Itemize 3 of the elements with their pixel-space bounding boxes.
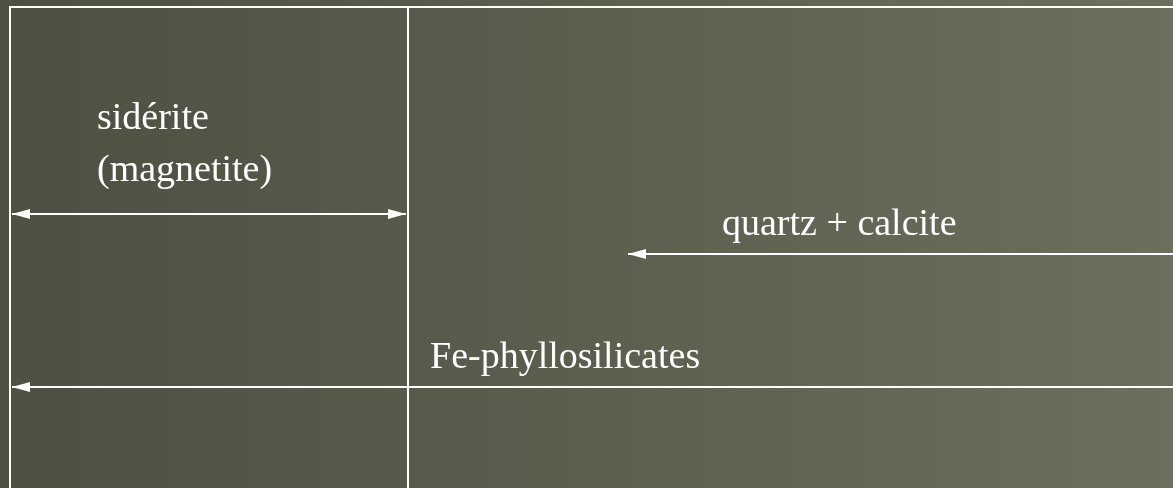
mineral-label: quartz + calcite [722,200,958,245]
mineral-label: sidérite (magnetite) [97,94,274,191]
mineral-label: Fe-phyllosilicates [430,333,702,378]
